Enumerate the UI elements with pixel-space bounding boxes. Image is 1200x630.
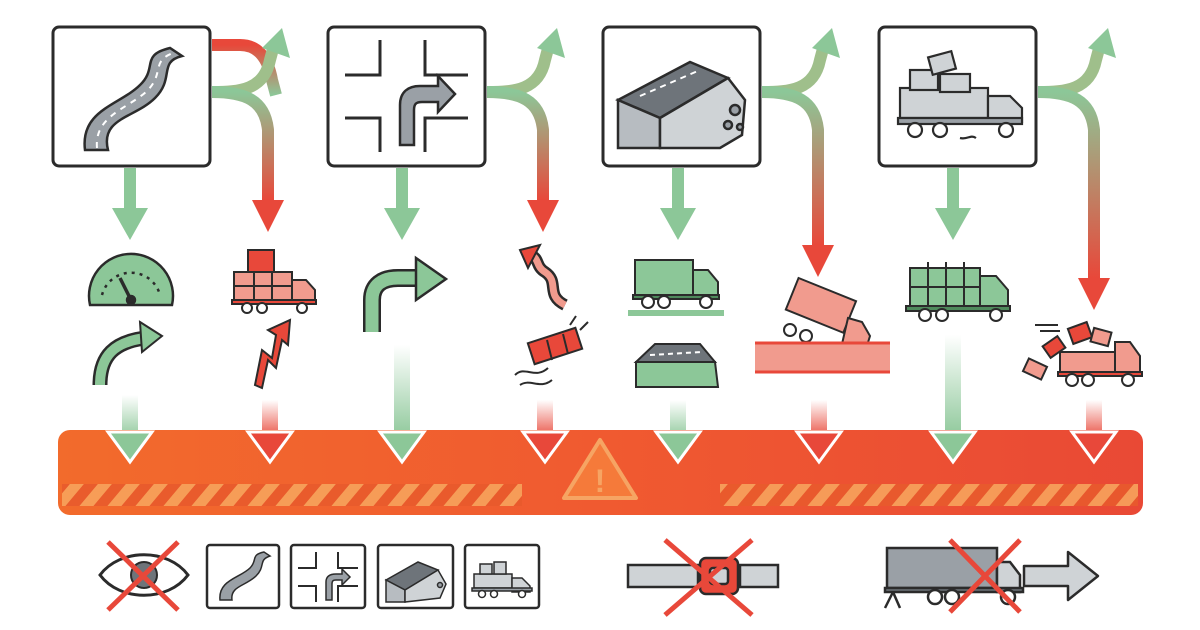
intersection-turn-icon — [345, 40, 468, 152]
zigzag-arrow-icon — [253, 318, 292, 390]
seatbelt-crossed-icon — [626, 538, 780, 617]
warning-symbol: ! — [595, 463, 606, 499]
overloaded-truck-icon — [896, 49, 1024, 140]
tipping-truck-icon — [755, 276, 890, 374]
spilling-cargo-truck-icon — [1021, 320, 1143, 387]
risk-split-arrow-3 — [761, 28, 840, 277]
curved-road-icon — [83, 46, 186, 152]
intersection-small-icon — [289, 543, 367, 610]
loaded-truck-small-icon — [463, 543, 541, 610]
right-arrow-icon — [1022, 550, 1100, 602]
speedometer-icon — [87, 252, 175, 307]
eye-crossed-icon — [98, 540, 190, 612]
scenario-box-turn — [326, 25, 487, 168]
risk-split-arrow-2 — [486, 28, 565, 232]
warning-triangle-icon: ! — [562, 438, 638, 500]
scenario-box-curve — [51, 25, 212, 168]
trailer-crossed-icon — [883, 538, 1025, 614]
curve-right-arrow-icon — [92, 320, 164, 386]
safe-arrow-2 — [384, 168, 420, 240]
safe-arrow-1 — [112, 168, 148, 240]
risk-split-arrow-4 — [1037, 28, 1116, 310]
hazard-bar: ! — [58, 430, 1143, 515]
curved-road-small-icon — [205, 543, 281, 610]
scenario-box-slope — [601, 25, 762, 168]
safe-arrow-4 — [935, 168, 971, 240]
swerve-arrow-icon — [518, 243, 569, 311]
risk-split-arrow-1 — [211, 28, 290, 232]
controlled-turn-arrow-icon — [363, 255, 449, 332]
road-edge-small-icon — [376, 543, 455, 610]
scenario-box-overload — [877, 25, 1038, 168]
cargo-truck-risk-icon — [231, 249, 317, 314]
level-truck-icon — [628, 259, 724, 316]
falling-cargo-icon — [514, 315, 589, 386]
flat-road-icon — [633, 343, 720, 388]
secured-load-truck-icon — [905, 262, 1011, 322]
safe-arrow-3 — [660, 168, 696, 240]
damaged-road-edge-icon — [615, 60, 747, 150]
